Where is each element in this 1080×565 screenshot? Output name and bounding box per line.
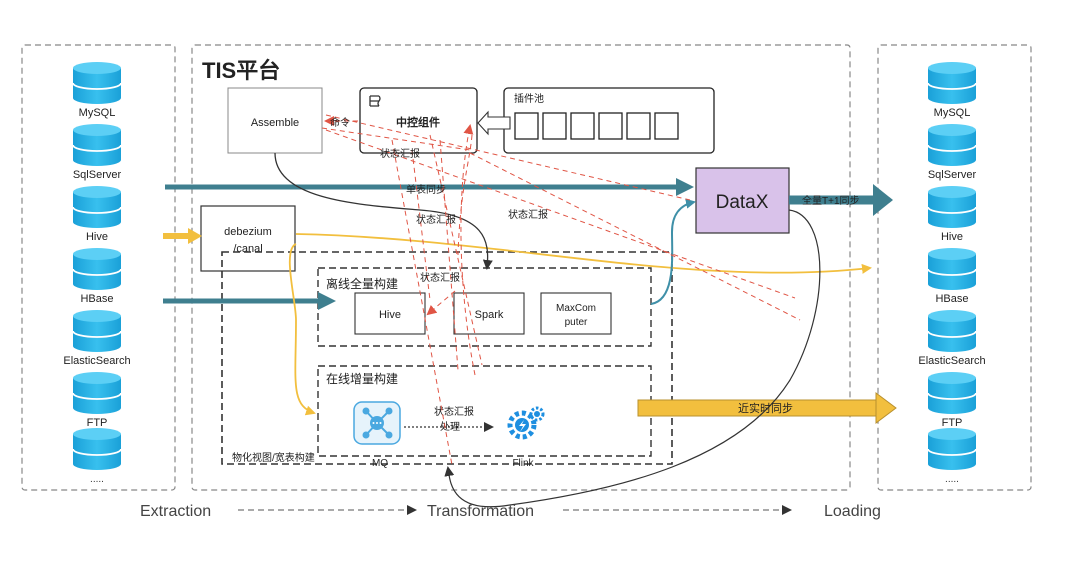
offline-status-label: 状态汇报 bbox=[420, 271, 460, 284]
debezium-label-2: /canal bbox=[233, 243, 262, 255]
mq-status-report-label: 状态汇报 bbox=[434, 405, 474, 418]
debezium-box bbox=[200, 205, 296, 272]
plugin-slot bbox=[570, 112, 595, 140]
phase-extraction: Extraction bbox=[140, 503, 211, 520]
maxcompute-label-2: puter bbox=[565, 317, 588, 328]
materialized-view-label: 物化视图/宽表构建 bbox=[232, 451, 315, 464]
source-mysql-database-icon bbox=[72, 62, 122, 104]
plugin-slot bbox=[514, 112, 539, 140]
plugin-slot bbox=[654, 112, 679, 140]
full-t1-sync-label: 全量T+1同步 bbox=[802, 194, 860, 207]
offline-build-feed-arrowhead bbox=[318, 292, 336, 310]
source-hbase-database-icon bbox=[72, 248, 122, 290]
target-label-elasticsearch: ElasticSearch bbox=[918, 355, 985, 367]
spark-engine-box bbox=[453, 292, 525, 335]
flink-icon bbox=[507, 406, 545, 440]
plugin-slot bbox=[598, 112, 623, 140]
assemble-status-label: 状态汇报 bbox=[416, 213, 456, 226]
controller-status-label: 状态汇报 bbox=[380, 147, 420, 160]
source-ftp-database-icon bbox=[72, 372, 122, 414]
maxcompute-to-datax-curve bbox=[650, 198, 696, 305]
controller-label: 中控组件 bbox=[396, 115, 440, 129]
source-label-hive: Hive bbox=[86, 231, 108, 243]
source-hive-database-icon bbox=[72, 186, 122, 228]
plugin-slot bbox=[626, 112, 651, 140]
assemble-to-build-curve bbox=[274, 152, 493, 270]
loading-region bbox=[877, 44, 1032, 491]
target-label-mysql: MySQL bbox=[934, 107, 971, 119]
target-hbase-database-icon bbox=[927, 248, 977, 290]
source-label-hbase: HBase bbox=[80, 293, 113, 305]
target-more-database-icon bbox=[927, 428, 977, 470]
spark-engine-label: Spark bbox=[475, 309, 504, 321]
datax-status-label: 状态汇报 bbox=[508, 208, 548, 221]
plugin-load-arrow bbox=[477, 110, 511, 136]
platform-title: TIS平台 bbox=[202, 58, 280, 83]
plugin-slots bbox=[514, 112, 679, 140]
plugin-pool-label: 插件池 bbox=[514, 92, 544, 105]
platform-region bbox=[191, 44, 851, 491]
plugin-slot bbox=[542, 112, 567, 140]
maxcompute-engine-box bbox=[540, 292, 612, 335]
materialized-view-region bbox=[221, 251, 673, 465]
mq-process-label: 处理 bbox=[440, 421, 460, 433]
datax-label: DataX bbox=[716, 192, 769, 213]
realtime-sync-arrowhead bbox=[875, 392, 897, 424]
source-label-ftp: FTP bbox=[87, 417, 108, 429]
assemble-box bbox=[227, 87, 323, 154]
target-ftp-database-icon bbox=[927, 372, 977, 414]
target-mysql-database-icon bbox=[927, 62, 977, 104]
source-sqlserver-database-icon bbox=[72, 124, 122, 166]
offline-build-label: 离线全量构建 bbox=[326, 276, 398, 291]
phase-transformation: Transformation bbox=[427, 503, 534, 520]
phase-loading: Loading bbox=[824, 503, 881, 520]
datax-box bbox=[695, 167, 790, 234]
target-label-hive: Hive bbox=[941, 231, 963, 243]
source-elasticsearch-database-icon bbox=[72, 310, 122, 352]
source-label-mysql: MySQL bbox=[79, 107, 116, 119]
cdc-to-online-curve bbox=[288, 243, 316, 416]
online-build-label: 在线增量构建 bbox=[326, 371, 398, 386]
hive-engine-label: Hive bbox=[379, 309, 401, 321]
target-label-sqlserver: SqlServer bbox=[928, 169, 977, 181]
single-table-sync-label: 单表同步 bbox=[406, 183, 446, 196]
full-t1-sync-arrowhead bbox=[873, 184, 893, 216]
mq-label: MQ bbox=[372, 458, 388, 469]
server-icon bbox=[369, 95, 381, 107]
source-ellipsis: ..... bbox=[90, 474, 104, 485]
target-ellipsis: ..... bbox=[945, 474, 959, 485]
assemble-label: Assemble bbox=[251, 117, 299, 129]
source-more-database-icon bbox=[72, 428, 122, 470]
control-status-lines bbox=[321, 114, 801, 466]
mq-icon bbox=[353, 401, 401, 445]
datax-return-curve bbox=[444, 209, 821, 508]
target-label-hbase: HBase bbox=[935, 293, 968, 305]
source-label-elasticsearch: ElasticSearch bbox=[63, 355, 130, 367]
command-label: 命令 bbox=[330, 116, 350, 129]
realtime-sync-label: 近实时同步 bbox=[738, 401, 793, 415]
flink-label: Flink bbox=[512, 458, 534, 469]
hive-engine-box bbox=[354, 292, 426, 335]
target-hive-database-icon bbox=[927, 186, 977, 228]
target-label-ftp: FTP bbox=[942, 417, 963, 429]
debezium-label-1: debezium bbox=[224, 226, 272, 238]
maxcompute-label-1: MaxCom bbox=[556, 303, 596, 314]
target-sqlserver-database-icon bbox=[927, 124, 977, 166]
cdc-input-arrowhead bbox=[188, 228, 202, 244]
extraction-region bbox=[21, 44, 176, 491]
target-elasticsearch-database-icon bbox=[927, 310, 977, 352]
source-label-sqlserver: SqlServer bbox=[73, 169, 122, 181]
single-table-sync-arrowhead bbox=[676, 178, 694, 196]
controller-box bbox=[359, 87, 478, 154]
cdc-to-target-curve bbox=[295, 233, 872, 274]
